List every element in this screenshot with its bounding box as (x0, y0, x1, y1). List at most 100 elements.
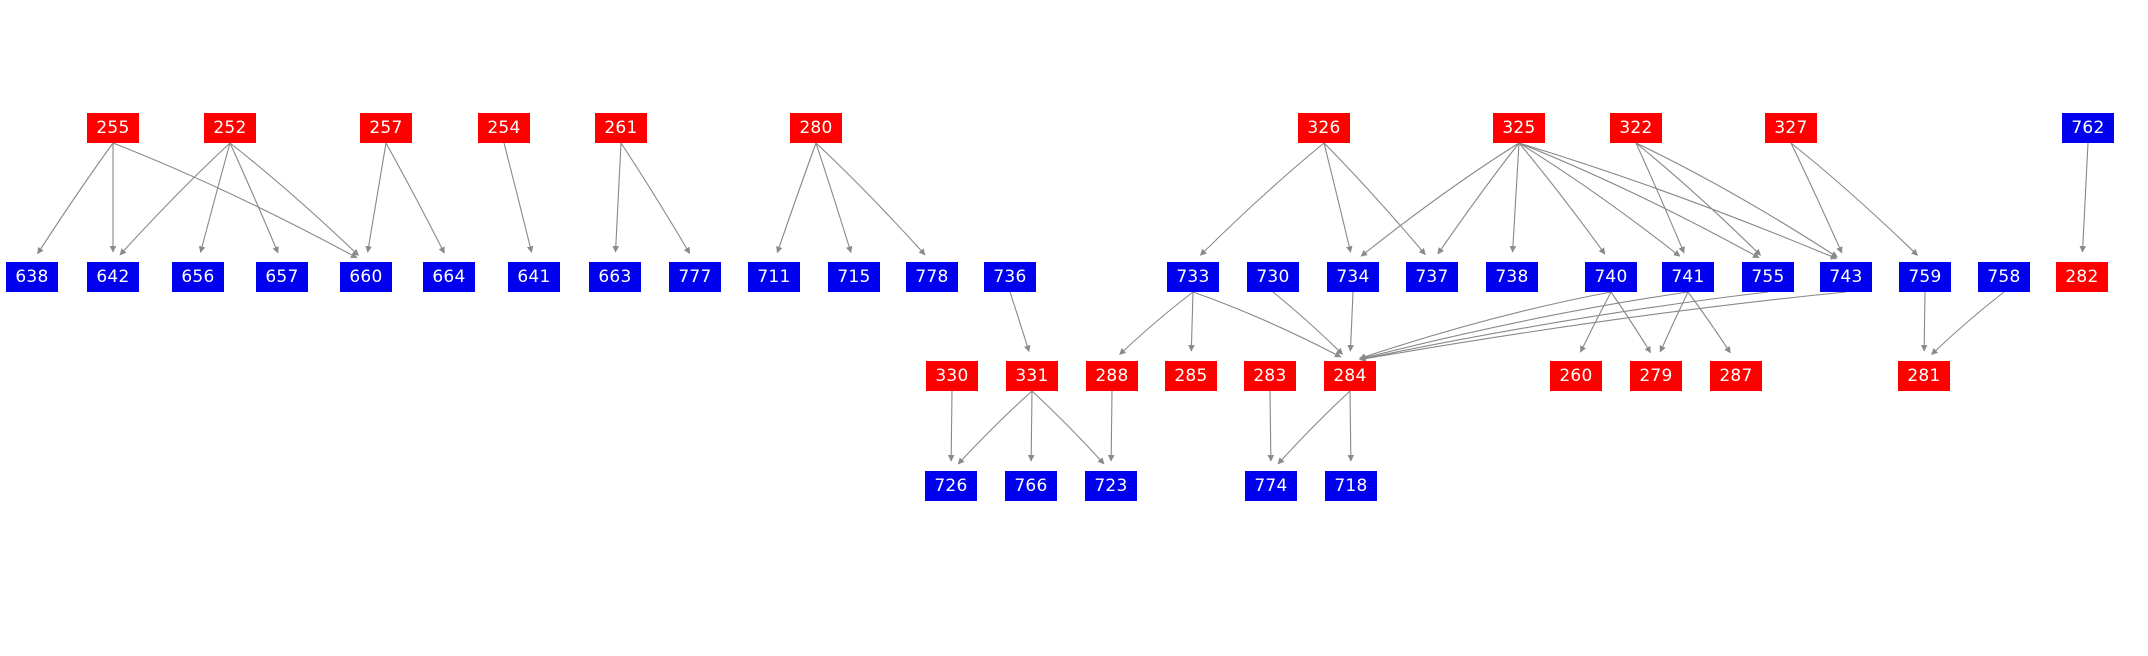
graph-node-330[interactable]: 330 (926, 361, 978, 391)
graph-node-715[interactable]: 715 (828, 262, 880, 292)
graph-node-label: 726 (934, 475, 968, 496)
graph-node-label: 638 (15, 266, 49, 287)
graph-node-label: 261 (604, 117, 638, 138)
graph-node-label: 279 (1639, 365, 1673, 386)
graph-node-label: 734 (1336, 266, 1370, 287)
graph-node-281[interactable]: 281 (1898, 361, 1950, 391)
graph-edge-326-733 (1199, 142, 1325, 256)
graph-node-741[interactable]: 741 (1662, 262, 1714, 292)
graph-node-label: 777 (678, 266, 712, 287)
graph-edge-322-755 (1635, 142, 1762, 256)
graph-node-label: 285 (1174, 365, 1208, 386)
graph-edge-758-281 (1931, 291, 2005, 355)
graph-node-660[interactable]: 660 (340, 262, 392, 292)
graph-edge-741-284 (1359, 291, 1689, 361)
graph-node-740[interactable]: 740 (1585, 262, 1637, 292)
graph-node-label: 737 (1415, 266, 1449, 287)
graph-node-774[interactable]: 774 (1245, 471, 1297, 501)
graph-node-322[interactable]: 322 (1610, 113, 1662, 143)
graph-node-755[interactable]: 755 (1742, 262, 1794, 292)
graph-edge-733-285 (1188, 291, 1195, 352)
graph-node-758[interactable]: 758 (1978, 262, 2030, 292)
graph-node-label: 755 (1751, 266, 1785, 287)
graph-edge-331-766 (1027, 390, 1035, 462)
graph-node-777[interactable]: 777 (669, 262, 721, 292)
graph-node-331[interactable]: 331 (1006, 361, 1058, 391)
graph-edge-284-774 (1277, 390, 1351, 465)
graph-node-664[interactable]: 664 (423, 262, 475, 292)
graph-node-285[interactable]: 285 (1165, 361, 1217, 391)
graph-edge-257-664 (385, 142, 445, 254)
graph-edge-331-723 (1031, 390, 1105, 465)
graph-edge-284-718 (1347, 390, 1355, 462)
graph-node-737[interactable]: 737 (1406, 262, 1458, 292)
graph-node-label: 287 (1719, 365, 1753, 386)
graph-edge-741-287 (1687, 291, 1731, 354)
graph-edge-280-711 (776, 142, 817, 254)
graph-node-label: 257 (369, 117, 403, 138)
graph-edge-330-726 (947, 390, 955, 462)
graph-edge-325-741 (1518, 142, 1681, 257)
graph-node-label: 740 (1594, 266, 1628, 287)
graph-node-759[interactable]: 759 (1899, 262, 1951, 292)
graph-node-label: 736 (993, 266, 1027, 287)
graph-node-743[interactable]: 743 (1820, 262, 1872, 292)
graph-edge-325-740 (1518, 142, 1606, 255)
graph-node-261[interactable]: 261 (595, 113, 647, 143)
graph-node-282[interactable]: 282 (2056, 262, 2108, 292)
graph-node-284[interactable]: 284 (1324, 361, 1376, 391)
graph-edge-288-723 (1107, 390, 1115, 462)
graph-node-326[interactable]: 326 (1298, 113, 1350, 143)
graph-node-287[interactable]: 287 (1710, 361, 1762, 391)
graph-edge-261-663 (612, 142, 622, 253)
graph-node-283[interactable]: 283 (1244, 361, 1296, 391)
graph-node-260[interactable]: 260 (1550, 361, 1602, 391)
graph-node-280[interactable]: 280 (790, 113, 842, 143)
graph-node-label: 723 (1094, 475, 1128, 496)
graph-node-663[interactable]: 663 (589, 262, 641, 292)
graph-edge-326-737 (1323, 142, 1426, 256)
graph-node-778[interactable]: 778 (906, 262, 958, 292)
graph-edge-759-281 (1920, 291, 1928, 352)
graph-node-label: 330 (935, 365, 969, 386)
graph-node-642[interactable]: 642 (87, 262, 139, 292)
graph-edge-740-279 (1610, 291, 1652, 354)
graph-edge-255-638 (37, 142, 114, 255)
graph-node-label: 283 (1253, 365, 1287, 386)
graph-node-254[interactable]: 254 (478, 113, 530, 143)
graph-node-711[interactable]: 711 (748, 262, 800, 292)
graph-node-327[interactable]: 327 (1765, 113, 1817, 143)
graph-node-723[interactable]: 723 (1085, 471, 1137, 501)
graph-node-252[interactable]: 252 (204, 113, 256, 143)
graph-edge-733-284 (1192, 291, 1342, 358)
graph-edge-327-743 (1790, 142, 1843, 254)
graph-edge-736-331 (1009, 291, 1031, 353)
graph-node-label: 766 (1014, 475, 1048, 496)
graph-node-733[interactable]: 733 (1167, 262, 1219, 292)
graph-node-279[interactable]: 279 (1630, 361, 1682, 391)
graph-node-label: 733 (1176, 266, 1210, 287)
graph-node-656[interactable]: 656 (172, 262, 224, 292)
graph-node-730[interactable]: 730 (1247, 262, 1299, 292)
graph-node-288[interactable]: 288 (1086, 361, 1138, 391)
graph-node-641[interactable]: 641 (508, 262, 560, 292)
graph-edge-252-660 (229, 142, 359, 256)
graph-node-718[interactable]: 718 (1325, 471, 1377, 501)
graph-node-657[interactable]: 657 (256, 262, 308, 292)
graph-node-762[interactable]: 762 (2062, 113, 2114, 143)
graph-node-726[interactable]: 726 (925, 471, 977, 501)
graph-edge-252-657 (229, 142, 279, 254)
graph-node-255[interactable]: 255 (87, 113, 139, 143)
graph-node-label: 255 (96, 117, 130, 138)
graph-node-766[interactable]: 766 (1005, 471, 1057, 501)
graph-edge-743-284 (1359, 291, 1847, 362)
graph-node-638[interactable]: 638 (6, 262, 58, 292)
graph-node-736[interactable]: 736 (984, 262, 1036, 292)
graph-node-257[interactable]: 257 (360, 113, 412, 143)
graph-edge-741-279 (1659, 291, 1689, 353)
graph-node-325[interactable]: 325 (1493, 113, 1545, 143)
graph-node-label: 254 (487, 117, 521, 138)
graph-node-738[interactable]: 738 (1486, 262, 1538, 292)
graph-node-734[interactable]: 734 (1327, 262, 1379, 292)
graph-edge-283-774 (1267, 390, 1275, 462)
